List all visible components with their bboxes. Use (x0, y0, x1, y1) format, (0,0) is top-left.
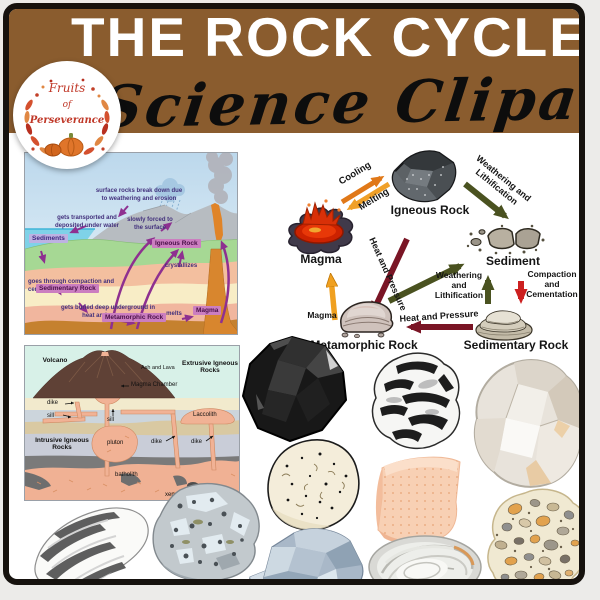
volcano-cross-section-diagram: Volcano Ash and Lava Extrusive Igneous R… (24, 345, 240, 501)
volcano-label-dike-mid: dike (151, 439, 163, 445)
scene-label-forced: slowly forced to the surface (127, 217, 173, 231)
volcano-label-sill-center: sill (107, 417, 114, 423)
flow-arrows (283, 175, 528, 334)
sedimentary-rock-illustration (475, 310, 533, 341)
scene-box-sedimentary: Sedimentary Rock (36, 284, 99, 293)
metamorphic-rock-illustration (340, 301, 394, 338)
rock-clipart-porous-stone (152, 482, 260, 579)
rock-clipart-banded-gneiss (34, 507, 149, 579)
flow-weathering-label-2: Weathering and Lithification (434, 270, 484, 300)
rock-clipart-speckled-stone (267, 439, 360, 531)
page-title: THE ROCK CYCLE (71, 6, 585, 68)
sediment-illustration (466, 224, 545, 255)
rock-clipart-obsidian (241, 335, 348, 443)
rock-clipart-peach-sandstone (375, 456, 461, 544)
logo-line1: Fruits (48, 81, 86, 95)
volcano-label-volcano: Volcano (42, 357, 68, 364)
igneous-rock-illustration (391, 150, 457, 203)
volcano-art (25, 346, 239, 500)
magma-illustration (288, 199, 354, 254)
product-cover-card: THE ROCK CYCLE Science Clipart (3, 3, 585, 585)
logo-line2: of (63, 100, 73, 110)
volcano-label-dike-left: dike (47, 400, 59, 406)
store-logo: Fruits of Perseverance (13, 61, 121, 169)
flow-sedimentary-label: Sedimentary Rock (463, 338, 569, 352)
pumpkin-icon (44, 133, 84, 157)
volcano-label-laccolith: Laccolith (193, 412, 217, 418)
flow-magma-small-label: Magma (307, 310, 337, 320)
rock-clipart-beige-boulder (473, 359, 579, 488)
rock-cycle-flow-diagram: Magma Igneous Rock Sediment Metamorphic … (283, 140, 579, 358)
rock-cycle-scene-diagram: surface rocks break down due to weatheri… (24, 152, 238, 335)
scene-label-melts: melts (166, 311, 182, 317)
volcano-label-intrusive: Intrusive Igneous Rocks (35, 437, 89, 452)
flow-compaction-label: Compaction and Cementation (526, 269, 578, 299)
flow-metamorphic-label: Metamorphic Rock (310, 338, 418, 352)
subtitle-script: Science Clipart (96, 63, 585, 142)
scene-label-crystallizes: crystallizes (164, 263, 198, 269)
rock-clipart-agate-oval (368, 535, 482, 579)
rock-clipart-blue-gray-rock (249, 528, 364, 579)
flow-igneous-label: Igneous Rock (390, 203, 470, 217)
volcano-label-pluton: pluton (107, 440, 124, 446)
scene-box-igneous: Igneous Rock (152, 239, 201, 248)
flow-magma-label: Magma (300, 252, 342, 266)
rock-clipart-conglomerate (487, 488, 579, 579)
scene-box-metamorphic: Metamorphic Rock (102, 313, 167, 322)
scene-box-magma: Magma (193, 306, 222, 315)
scene-label-breakdown: surface rocks break down due to weatheri… (95, 188, 183, 202)
flow-sediment-label: Sediment (485, 254, 540, 268)
logo-art: Fruits of Perseverance (14, 62, 120, 168)
volcano-label-batholith: batholith (115, 472, 138, 478)
volcano-label-sill-left: sill (47, 413, 54, 419)
logo-line3: Perseverance (29, 115, 105, 126)
volcano-label-extrusive: Extrusive Igneous Rocks (182, 360, 238, 375)
scene-label-transported: gets transported and deposited under wat… (54, 215, 119, 229)
volcano-label-dike-right: dike (191, 439, 203, 445)
rock-clipart-striped-gneiss (371, 352, 461, 450)
scene-box-sediments: Sediments (29, 234, 68, 243)
volcano-label-magma-chamber: Magma Chamber (131, 382, 178, 388)
volcano-label-ash-lava: Ash and Lava (141, 365, 175, 371)
